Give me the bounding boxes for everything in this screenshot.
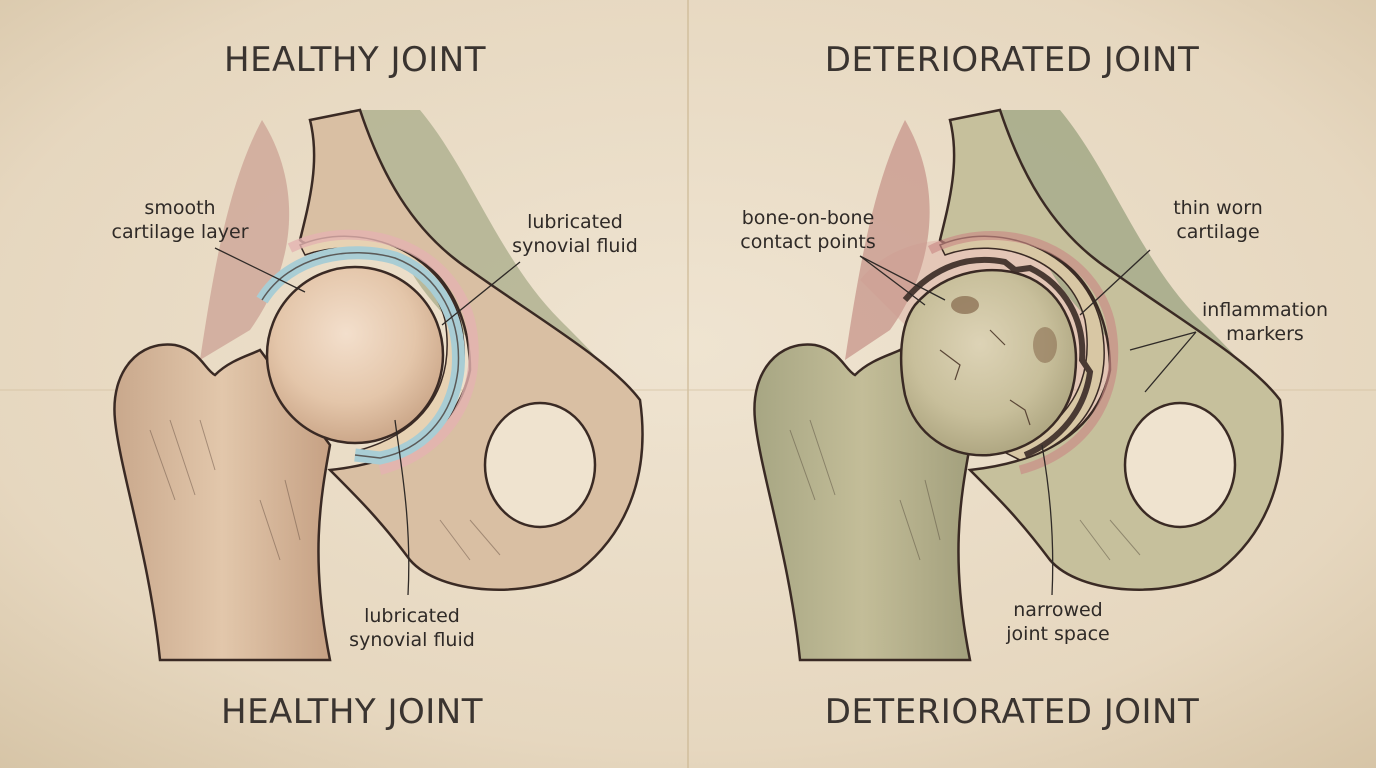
healthy-joint-title: HEALTHY JOINT bbox=[224, 40, 486, 80]
deteriorated-leader-space bbox=[1041, 444, 1054, 596]
healthy-hatching bbox=[149, 419, 501, 561]
deteriorated-leader-inflammation bbox=[1129, 331, 1197, 393]
healthy-leader-fluid-lower bbox=[394, 419, 410, 596]
deteriorated-joint-title: DETERIORATED JOINT bbox=[824, 40, 1200, 80]
healthy-leader-fluid-upper bbox=[441, 261, 521, 326]
deteriorated-femur-shaft bbox=[753, 343, 972, 662]
deteriorated-obturator-foramen bbox=[1123, 401, 1237, 529]
deteriorated-hatching bbox=[789, 419, 1141, 561]
deteriorated-muscle-left bbox=[845, 120, 930, 360]
healthy-obturator-foramen bbox=[483, 401, 597, 529]
healthy-femur-shaft bbox=[113, 343, 332, 662]
label-synovial-fluid-upper: lubricated synovial fluid bbox=[512, 211, 638, 257]
healthy-joint-drawing bbox=[113, 108, 644, 662]
label-bone-contact: bone-on-bone contact points bbox=[740, 207, 876, 253]
label-inflammation: inflammation markers bbox=[1202, 299, 1328, 345]
bone-lesion-2 bbox=[1033, 327, 1057, 363]
deteriorated-synovial-membrane bbox=[927, 231, 1119, 475]
label-narrowed-space: narrowed joint space bbox=[1006, 599, 1110, 645]
deteriorated-joint-caption: DETERIORATED JOINT bbox=[824, 692, 1200, 732]
deteriorated-femoral-head bbox=[899, 268, 1078, 457]
healthy-cartilage-outline bbox=[261, 252, 460, 459]
bone-lesion-1 bbox=[951, 296, 979, 314]
deteriorated-leader-contact bbox=[859, 255, 946, 306]
healthy-synovial-membrane bbox=[287, 229, 479, 475]
healthy-femoral-head bbox=[265, 265, 445, 445]
deteriorated-joint-drawing bbox=[753, 108, 1284, 662]
healthy-leader-cartilage bbox=[214, 247, 306, 293]
label-thin-cartilage: thin worn cartilage bbox=[1173, 197, 1263, 243]
label-smooth-cartilage: smooth cartilage layer bbox=[111, 197, 249, 243]
deteriorated-leader-cartilage bbox=[1079, 249, 1151, 316]
bone-cracks bbox=[939, 329, 1031, 426]
healthy-joint-caption: HEALTHY JOINT bbox=[221, 692, 483, 732]
label-synovial-fluid-lower: lubricated synovial fluid bbox=[349, 605, 475, 651]
deteriorated-acetabulum bbox=[938, 235, 1105, 461]
deteriorated-thin-cartilage bbox=[902, 256, 1094, 458]
